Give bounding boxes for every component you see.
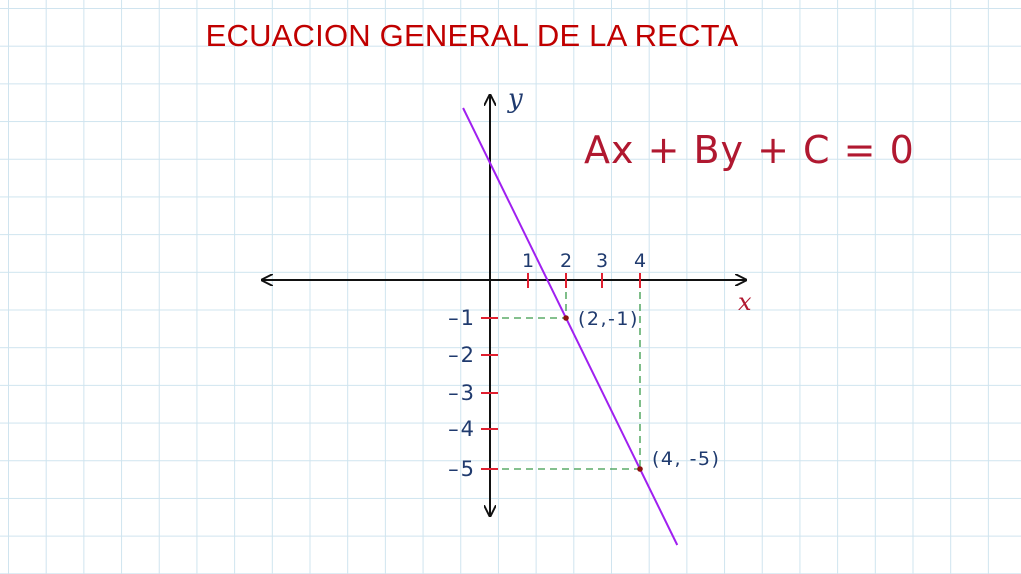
x-ticks: 1 2 3 4 <box>522 250 646 288</box>
points: (2,-1) (4, -5) <box>563 308 720 472</box>
y-axis-label: y <box>507 84 523 114</box>
y-tick-label-1: –1 <box>448 306 476 330</box>
line-graph <box>462 107 679 546</box>
x-tick-label-2: 2 <box>560 250 572 272</box>
y-tick-label-3: –3 <box>448 381 476 405</box>
y-tick-label-5: –5 <box>448 457 476 481</box>
x-tick-label-4: 4 <box>634 250 646 272</box>
y-tick-label-4: –4 <box>448 417 476 441</box>
x-tick-label-3: 3 <box>596 250 608 272</box>
equation-text: Ax + By + C = 0 <box>584 128 915 172</box>
y-ticks: –1 –2 –3 –4 –5 <box>448 306 498 481</box>
point-marker-2 <box>637 466 643 472</box>
point-marker-1 <box>563 315 569 321</box>
x-tick-label-1: 1 <box>522 250 534 272</box>
slide-title: ECUACION GENERAL DE LA RECTA <box>205 18 739 53</box>
x-axis-label: x <box>738 288 752 316</box>
y-tick-label-2: –2 <box>448 343 476 367</box>
point-label-1: (2,-1) <box>578 308 639 330</box>
point-label-2: (4, -5) <box>652 448 720 470</box>
